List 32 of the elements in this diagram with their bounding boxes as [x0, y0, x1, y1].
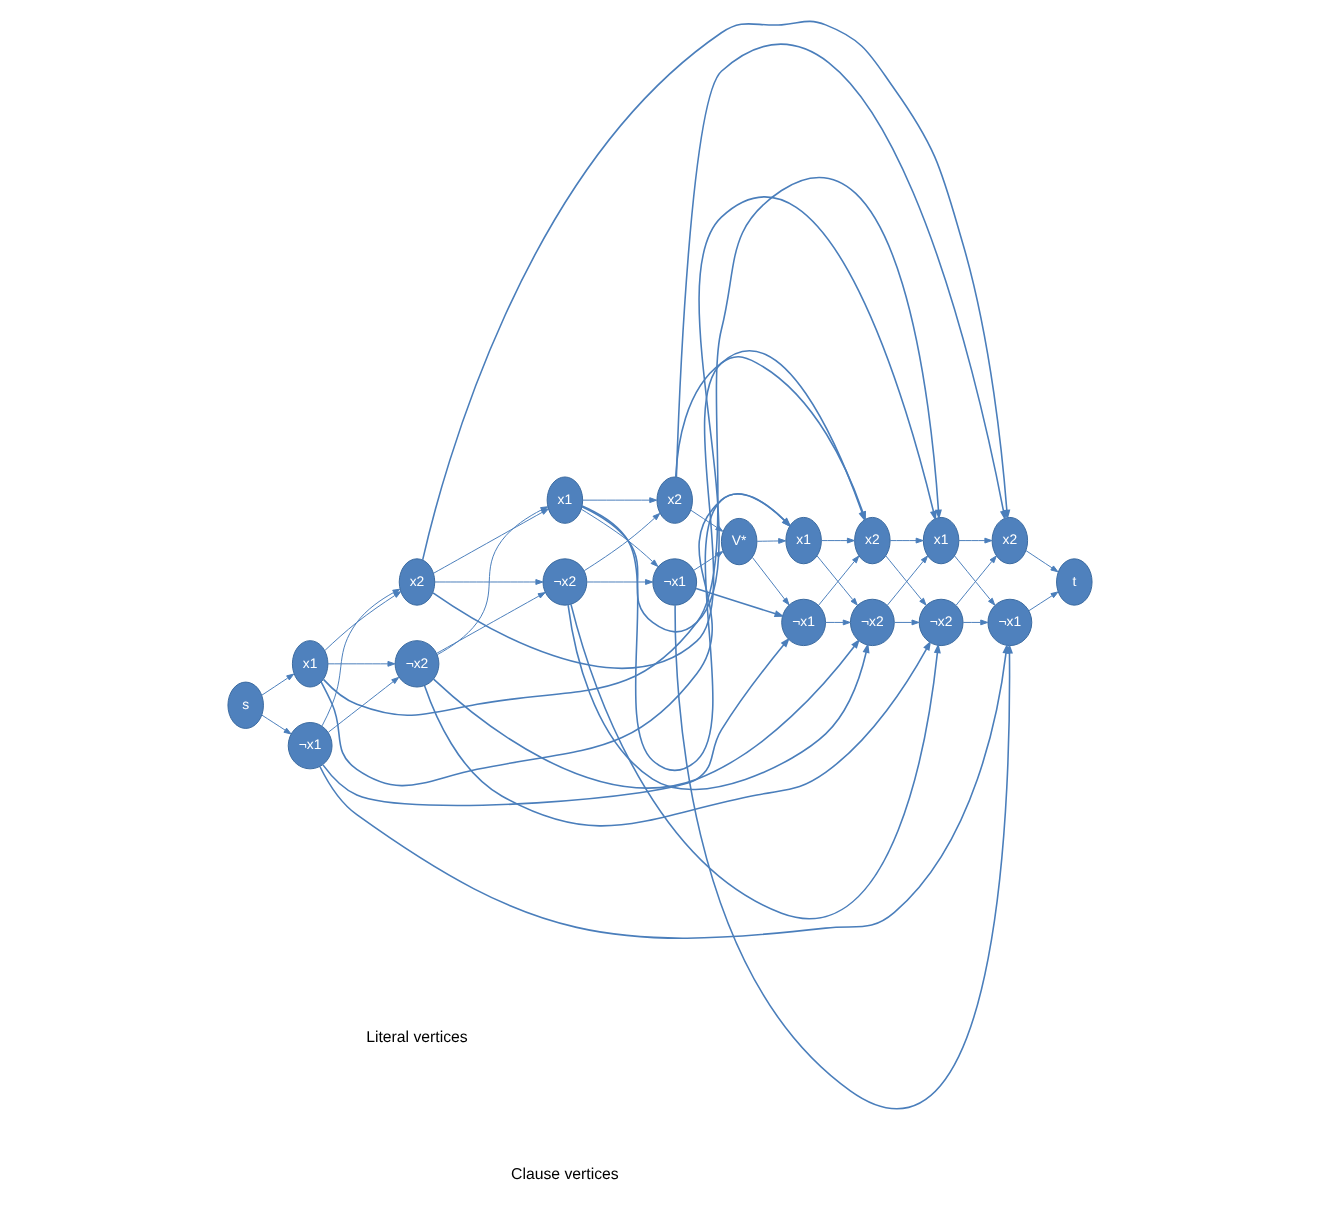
arrow	[431, 638, 859, 789]
arrow	[824, 619, 850, 626]
arrow	[326, 676, 399, 733]
arrow	[961, 619, 988, 626]
arrow	[260, 714, 291, 735]
arrow	[580, 196, 936, 633]
arrow	[321, 177, 941, 716]
arrow	[581, 497, 657, 504]
arrow	[893, 619, 919, 626]
label: Literal vertices	[365, 1028, 467, 1047]
arrow	[326, 660, 395, 667]
arrow	[689, 509, 723, 532]
arrow	[694, 587, 784, 617]
arrow	[321, 637, 789, 807]
arrow	[692, 550, 723, 571]
arrow	[585, 579, 652, 585]
arrow	[1024, 550, 1058, 573]
arrow	[569, 603, 940, 920]
arrow	[755, 538, 786, 544]
arrow	[751, 557, 789, 606]
arrow	[957, 537, 992, 544]
arrow	[319, 493, 791, 787]
label: Clause vertices	[510, 1165, 618, 1184]
arrow	[260, 673, 294, 696]
arrow	[1027, 591, 1058, 612]
arrow	[819, 537, 854, 544]
arrow	[435, 592, 545, 654]
arrow	[433, 579, 543, 585]
arrow	[566, 604, 869, 791]
arrow	[580, 492, 791, 772]
arrow	[888, 537, 923, 544]
arrow	[422, 640, 931, 827]
